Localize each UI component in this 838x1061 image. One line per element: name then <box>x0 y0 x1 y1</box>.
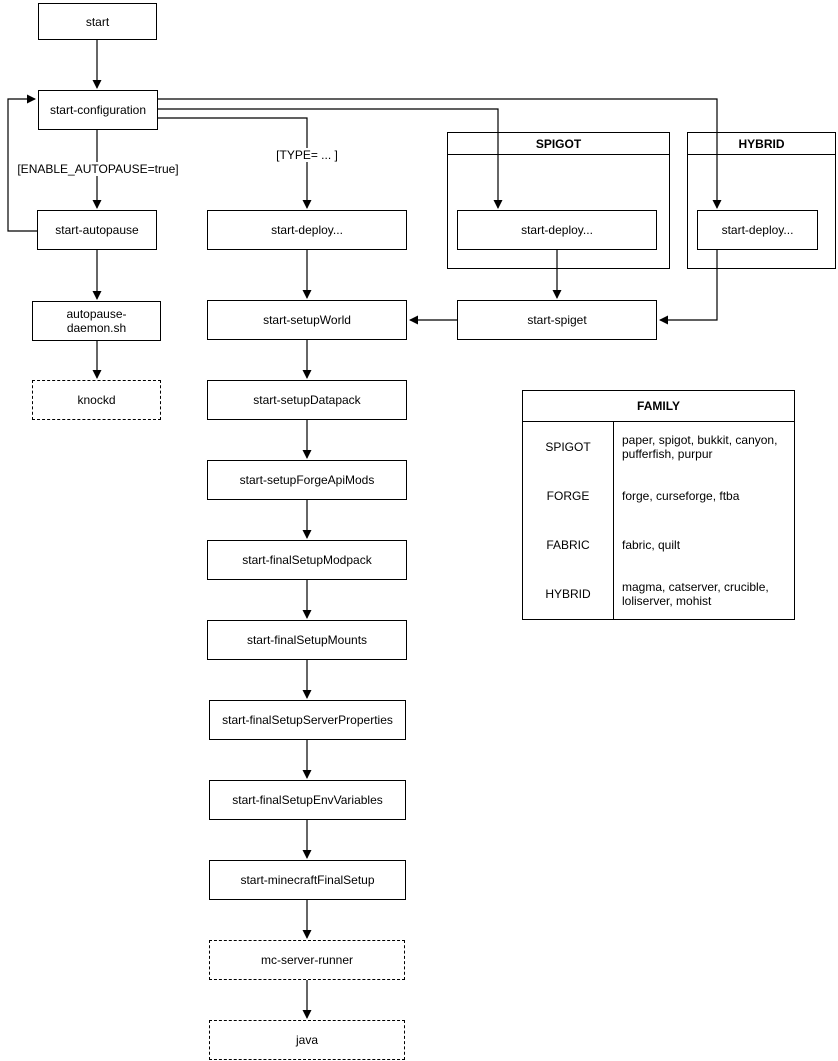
family-table-row: FORGE forge, curseforge, ftba <box>523 471 794 521</box>
edge-label-type: [TYPE= ... ] <box>274 148 340 162</box>
node-start-finalsetupmounts: start-finalSetupMounts <box>207 620 407 660</box>
container-spigot: SPIGOT <box>447 132 670 269</box>
family-table-row: HYBRID magma, catserver, crucible, lolis… <box>523 569 794 619</box>
edge-autopause-loop-to-configuration <box>7 94 37 232</box>
family-types-cell: magma, catserver, crucible, loliserver, … <box>613 569 794 619</box>
family-name-cell: FORGE <box>546 488 590 503</box>
node-start-setupdatapack: start-setupDatapack <box>207 380 407 420</box>
node-spigot-start-deploy: start-deploy... <box>457 210 657 250</box>
container-hybrid: HYBRID <box>687 132 836 269</box>
node-start-spiget: start-spiget <box>457 300 657 340</box>
node-java: java <box>209 1020 405 1060</box>
node-hybrid-start-deploy: start-deploy... <box>697 210 818 250</box>
edge-hybriddeploy-to-spiget <box>659 250 718 325</box>
node-knockd: knockd <box>32 380 161 420</box>
node-start: start <box>38 3 157 40</box>
family-table-body: SPIGOT paper, spigot, bukkit, canyon, pu… <box>523 422 794 619</box>
node-start-deploy: start-deploy... <box>207 210 407 250</box>
node-start-minecraftfinalsetup: start-minecraftFinalSetup <box>209 860 406 900</box>
family-table-row: SPIGOT paper, spigot, bukkit, canyon, pu… <box>523 422 794 472</box>
edge-label-enable-autopause: [ENABLE_AUTOPAUSE=true] <box>15 162 181 176</box>
family-table-row: FABRIC fabric, quilt <box>523 520 794 570</box>
edge-configuration-to-deploy <box>158 117 312 209</box>
family-table-title: FAMILY <box>523 391 794 422</box>
family-name-cell: FABRIC <box>546 538 590 553</box>
family-types-cell: fabric, quilt <box>613 520 794 570</box>
family-name-cell: SPIGOT <box>545 439 591 454</box>
node-start-finalsetupenvvariables: start-finalSetupEnvVariables <box>209 780 406 820</box>
node-start-setupworld: start-setupWorld <box>207 300 407 340</box>
container-spigot-title: SPIGOT <box>448 133 669 155</box>
family-types-cell: forge, curseforge, ftba <box>613 471 794 521</box>
node-start-setupforgeapimods: start-setupForgeApiMods <box>207 460 407 500</box>
family-types-cell: paper, spigot, bukkit, canyon, pufferfis… <box>613 422 794 472</box>
node-start-autopause: start-autopause <box>37 210 157 250</box>
node-start-configuration: start-configuration <box>38 90 158 130</box>
node-start-finalsetupserverproperties: start-finalSetupServerProperties <box>209 700 406 740</box>
node-mc-server-runner: mc-server-runner <box>209 940 405 980</box>
family-table: FAMILY SPIGOT paper, spigot, bukkit, can… <box>522 390 795 620</box>
edge-configuration-to-hybrid-deploy <box>158 98 722 209</box>
edge-configuration-to-spigot-deploy <box>158 108 503 209</box>
node-autopause-daemon: autopause-daemon.sh <box>32 301 161 341</box>
container-hybrid-title: HYBRID <box>688 133 835 155</box>
family-name-cell: HYBRID <box>545 587 591 602</box>
node-start-finalsetupmodpack: start-finalSetupModpack <box>207 540 407 580</box>
